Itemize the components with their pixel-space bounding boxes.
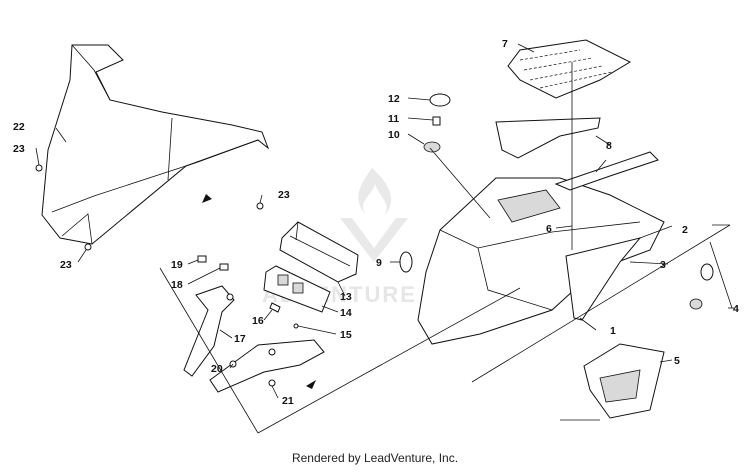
key-11 — [432, 116, 441, 126]
callout-5: 5 — [674, 355, 680, 367]
callout-22: 22 — [13, 121, 25, 133]
callout-10: 10 — [388, 129, 400, 141]
callout-23-left: 23 — [13, 143, 25, 155]
callout-7: 7 — [502, 38, 508, 50]
bolt-19 — [197, 255, 207, 263]
callout-1: 1 — [610, 325, 616, 337]
callout-17: 17 — [234, 333, 246, 345]
callout-12: 12 — [388, 93, 400, 105]
bolt-21 — [268, 379, 276, 387]
grommet-15 — [293, 323, 299, 329]
arrow-marker-2 — [306, 380, 316, 389]
render-credit: Rendered by LeadVenture, Inc. — [291, 451, 459, 465]
callout-2: 2 — [682, 224, 688, 236]
callout-15: 15 — [340, 329, 352, 341]
side-vent — [565, 237, 642, 321]
plug-4b — [689, 298, 703, 310]
windshield — [41, 44, 270, 245]
panel-lower — [554, 151, 659, 191]
plug-4a — [700, 263, 714, 281]
callout-19: 19 — [171, 259, 183, 271]
cap-12 — [429, 93, 451, 107]
callout-14: 14 — [340, 307, 352, 319]
screw-23a — [35, 164, 43, 172]
bezel-10 — [423, 141, 441, 153]
callout-23-bottom: 23 — [60, 259, 72, 271]
arrow-marker — [202, 194, 212, 203]
storage-net — [507, 39, 632, 99]
callout-8: 8 — [606, 140, 612, 152]
screw-23c — [84, 243, 92, 251]
instrument-cluster — [279, 221, 359, 283]
cluster-bracket — [263, 265, 331, 313]
callout-13: 13 — [340, 291, 352, 303]
mount-bracket — [183, 285, 325, 393]
callout-20: 20 — [211, 363, 223, 375]
callout-23-right: 23 — [278, 189, 290, 201]
callout-6: 6 — [546, 223, 552, 235]
callout-18: 18 — [171, 279, 183, 291]
screw-16 — [269, 302, 281, 313]
switch-9 — [399, 251, 413, 273]
screw-23b — [256, 202, 264, 210]
callout-11: 11 — [388, 113, 399, 125]
callout-3: 3 — [660, 259, 666, 271]
hood — [417, 177, 665, 345]
callout-4: 4 — [733, 303, 739, 315]
callout-21: 21 — [282, 395, 294, 407]
panel-upper — [495, 117, 601, 159]
nut-18 — [219, 263, 229, 271]
callout-9: 9 — [376, 257, 382, 269]
callout-16: 16 — [252, 315, 264, 327]
